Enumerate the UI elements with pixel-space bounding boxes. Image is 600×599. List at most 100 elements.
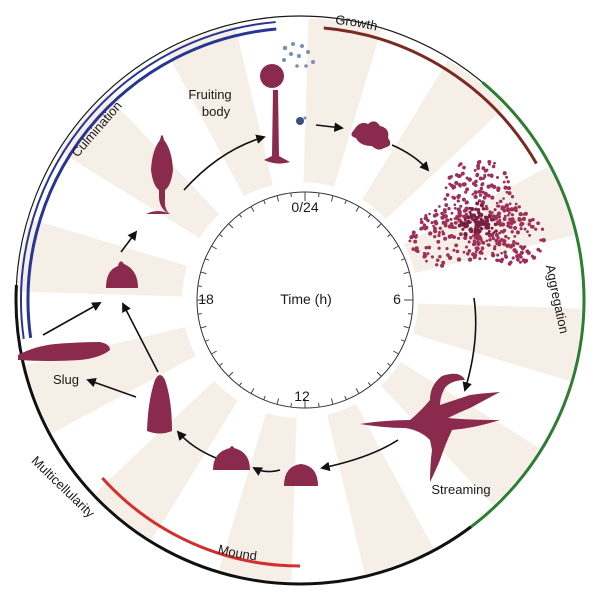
aggregating-cell — [459, 162, 463, 166]
aggregating-cell — [441, 230, 445, 233]
aggregating-cell — [530, 224, 535, 229]
aggregating-cell — [464, 206, 469, 211]
aggregating-cell — [510, 217, 515, 222]
aggregating-cell — [438, 226, 442, 230]
aggregating-cell — [464, 245, 469, 249]
aggregating-cell — [464, 221, 469, 226]
aggregating-cell — [479, 238, 483, 242]
aggregating-cell — [459, 221, 464, 225]
clock-tick — [344, 200, 347, 205]
aggregating-cell — [538, 249, 542, 253]
aggregating-cell — [457, 182, 462, 187]
aggregating-cell — [434, 220, 439, 226]
aggregating-cell — [486, 225, 491, 230]
aggregating-cell — [531, 255, 537, 260]
clock-tick — [318, 192, 320, 197]
clock-tick — [228, 223, 234, 229]
multicellularity-arc — [14, 285, 472, 586]
aggregating-cell — [467, 240, 471, 244]
clock-tick — [408, 285, 413, 287]
arrow-spore-to-amoeba — [315, 122, 344, 132]
aggregating-cell — [424, 225, 429, 230]
clock-tick — [263, 200, 266, 205]
arrow-aggregate-to-streaming — [462, 297, 477, 392]
aggregating-cell — [477, 241, 481, 245]
clock-tick — [211, 350, 217, 355]
aggregating-cell — [541, 238, 546, 243]
aggregating-cell — [522, 213, 525, 216]
aggregating-cell — [459, 213, 463, 217]
aggregating-cell — [511, 256, 515, 260]
aggregating-cell — [457, 223, 462, 228]
aggregating-cell — [491, 164, 496, 169]
aggregating-cell — [489, 217, 494, 222]
aggregating-cell — [474, 246, 478, 250]
aggregating-cell — [447, 255, 453, 260]
aggregating-cell — [484, 257, 487, 261]
aggregating-cell — [487, 214, 492, 219]
aggregating-cell — [502, 208, 507, 213]
aggregating-cell — [446, 253, 450, 257]
culminant-icon — [146, 135, 173, 214]
aggregating-cell — [517, 205, 521, 209]
clock-ticks — [197, 192, 413, 408]
aggregating-cell — [419, 220, 424, 225]
aggregating-cell — [513, 225, 518, 231]
aggregating-cell — [435, 263, 439, 267]
aggregating-cell — [539, 238, 543, 242]
aggregating-cell — [507, 191, 512, 196]
aggregation-cloud-icon — [408, 159, 546, 268]
aggregating-cell — [475, 227, 479, 232]
aggregating-cell — [456, 257, 462, 262]
clock-tick — [211, 245, 217, 250]
aggregating-cell — [503, 214, 507, 218]
aggregating-cell — [490, 226, 494, 230]
aggregating-cell — [498, 199, 503, 204]
aggregating-cell — [503, 253, 508, 258]
aggregating-cell — [495, 201, 499, 205]
aggregating-cell — [496, 204, 499, 208]
aggregating-cell — [518, 211, 523, 217]
aggregating-cell — [515, 230, 520, 235]
arrow-amoeba-to-aggregate — [391, 144, 430, 172]
aggregating-cell — [475, 201, 480, 206]
aggregating-cell — [526, 250, 531, 256]
aggregating-cell — [444, 186, 448, 190]
clock-tick — [393, 350, 399, 355]
clock-tick — [197, 285, 202, 287]
aggregating-cell — [502, 171, 507, 176]
aggregating-cell — [419, 217, 423, 221]
aggregating-cell — [519, 255, 523, 259]
aggregating-cell — [487, 233, 492, 238]
aggregating-cell — [473, 194, 478, 200]
aggregating-cell — [500, 237, 504, 241]
hour-sector — [380, 362, 547, 512]
aggregating-cell — [454, 173, 459, 177]
aggregating-cell — [477, 213, 481, 217]
aggregating-cell — [540, 227, 545, 231]
aggregating-cell — [509, 244, 513, 249]
aggregating-cell — [452, 235, 457, 239]
growth-arc — [323, 26, 538, 165]
aggregating-cell — [425, 218, 429, 222]
hour-sector — [362, 53, 512, 220]
aggregating-cell — [440, 216, 444, 219]
aggregating-cell — [468, 210, 472, 214]
aggregating-cell — [453, 221, 458, 225]
aggregating-cell — [445, 247, 449, 251]
clock-tick — [205, 258, 210, 261]
aggregating-cell — [474, 207, 478, 212]
aggregating-cell — [494, 233, 499, 237]
aggregating-cell — [447, 234, 452, 239]
culmination-arc-outer — [20, 21, 276, 339]
hour-sector — [327, 403, 438, 582]
aggregation-arc — [419, 81, 586, 559]
clock-tick — [376, 223, 382, 229]
aggregating-cell — [496, 186, 501, 191]
aggregating-cell — [485, 168, 489, 172]
tipped-mound-icon — [213, 446, 250, 470]
aggregating-cell — [485, 207, 489, 211]
aggregating-cell — [493, 208, 497, 212]
aggregating-cell — [494, 238, 499, 243]
